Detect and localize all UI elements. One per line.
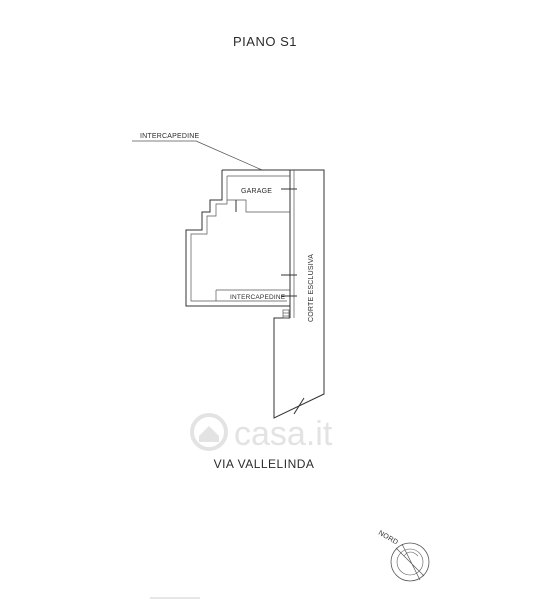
street-label: VIA VALLELINDA [214, 457, 315, 471]
watermark: casa.it [190, 413, 333, 453]
garage-label: GARAGE [241, 188, 272, 195]
corte-esclusiva-label: CORTE ESCLUSIVA [308, 254, 315, 322]
intercapedine-bottom-label: INTERCAPEDINE [230, 294, 286, 301]
floor-title: PIANO S1 [233, 34, 297, 49]
plan-outline [185, 169, 325, 419]
watermark-text: casa.it [234, 415, 333, 453]
intercapedine-leader [132, 140, 263, 171]
compass-north-label: NORD [377, 530, 399, 547]
north-compass-icon [390, 542, 430, 582]
watermark-house-icon [190, 413, 228, 451]
intercapedine-top-label: INTERCAPEDINE [140, 133, 200, 140]
